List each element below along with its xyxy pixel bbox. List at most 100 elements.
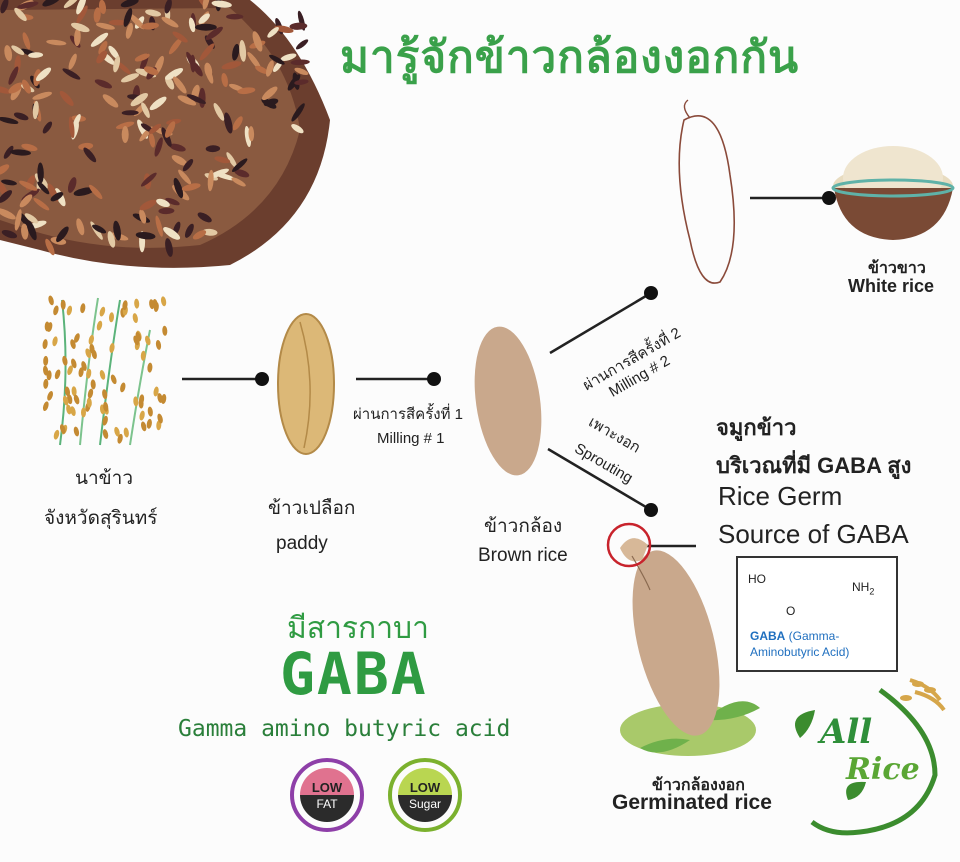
milling1-label-en: Milling # 1 xyxy=(377,430,445,447)
rice-grain xyxy=(237,87,256,95)
rice-grain xyxy=(71,22,90,33)
rice-seed xyxy=(42,401,49,412)
rice-grain xyxy=(173,177,184,199)
rice-seed xyxy=(80,303,86,314)
rice-seed xyxy=(42,339,48,350)
rice-grain xyxy=(42,0,62,7)
rice-grain xyxy=(90,32,109,47)
rice-grain xyxy=(0,190,13,203)
rice-grain xyxy=(289,22,308,30)
rice-grain xyxy=(139,199,157,211)
rice-grain xyxy=(50,192,64,202)
rice-seed xyxy=(62,395,69,406)
rice-grain xyxy=(202,0,210,10)
rice-grain xyxy=(165,68,184,80)
field-province-label: จังหวัดสุรินทร์ xyxy=(44,508,158,529)
badge-low-label: LOW xyxy=(398,768,452,795)
rice-grain xyxy=(139,209,147,224)
rice-grain xyxy=(178,169,192,185)
rice-grain xyxy=(76,218,85,236)
rice-seed xyxy=(96,320,103,331)
rice-grain xyxy=(226,152,238,169)
rice-seed xyxy=(86,368,92,379)
rice-grain xyxy=(17,1,39,9)
rice-grain xyxy=(234,169,250,178)
rice-grain xyxy=(0,164,10,176)
germinated-label-en: Germinated rice xyxy=(612,791,772,814)
rice-grain xyxy=(165,197,180,206)
rice-grain xyxy=(32,100,39,120)
rice-grain xyxy=(92,224,107,234)
rice-grain xyxy=(172,31,188,43)
rice-seed xyxy=(47,391,54,401)
rice-grain xyxy=(247,52,262,70)
rice-grain xyxy=(169,143,186,152)
rice-grain xyxy=(135,231,156,240)
field-label-th: นาข้าว xyxy=(75,468,133,489)
rice-seed xyxy=(71,358,77,369)
rice-seed xyxy=(147,406,153,417)
rice-grain xyxy=(184,223,194,238)
rice-grain xyxy=(294,79,309,85)
rice-seed xyxy=(122,300,128,311)
rice-grain xyxy=(205,26,223,41)
rice-grain xyxy=(205,145,221,153)
rice-grain xyxy=(207,169,214,192)
rice-seed xyxy=(86,397,92,408)
rice-grain xyxy=(261,86,278,101)
rice-grain xyxy=(148,123,162,134)
rice-seed xyxy=(87,388,94,399)
rice-grain xyxy=(59,90,74,106)
brown-rice-grain-image xyxy=(474,326,542,476)
milling1-label-th: ผ่านการสีครั้งที่ 1 xyxy=(353,406,463,423)
germ-title-th: จมูกข้าว xyxy=(716,415,797,440)
rice-grain xyxy=(239,40,247,62)
rice-seed xyxy=(133,396,139,407)
rice-grain xyxy=(56,226,69,243)
germinated-rice-image xyxy=(620,538,760,756)
rice-grain xyxy=(107,231,116,248)
rice-grain xyxy=(21,143,38,152)
logo-all-text: All xyxy=(820,712,873,752)
rice-grain xyxy=(186,94,206,104)
rice-seed xyxy=(70,406,76,416)
rice-grain xyxy=(156,198,170,207)
rice-grain xyxy=(94,79,113,89)
rice-grain xyxy=(13,112,29,121)
rice-grain xyxy=(0,208,16,220)
rice-grain xyxy=(98,0,107,15)
rice-grain xyxy=(33,198,50,211)
badge-fat-label: FAT xyxy=(300,795,354,822)
white-rice-label-th: ข้าวขาว xyxy=(868,260,926,277)
rice-seed xyxy=(102,415,108,426)
rice-seed xyxy=(160,296,167,307)
rice-grain xyxy=(14,7,27,22)
rice-grain xyxy=(26,220,37,241)
rice-grain xyxy=(42,121,53,134)
rice-grain xyxy=(115,121,135,129)
rice-grain xyxy=(198,13,210,24)
rice-grain xyxy=(224,112,233,134)
rice-grain xyxy=(129,13,145,30)
rice-grain xyxy=(195,23,217,31)
rice-seed xyxy=(114,426,120,437)
rice-grain xyxy=(121,73,139,83)
rice-seed xyxy=(81,407,86,418)
rice-seed xyxy=(139,410,145,421)
rice-grain xyxy=(197,212,212,223)
connector-lines xyxy=(182,196,829,548)
rice-seed xyxy=(85,348,92,359)
gaba-full-name: Gamma amino butyric acid xyxy=(178,716,511,742)
rice-grain xyxy=(11,45,25,56)
rice-seed xyxy=(134,298,140,309)
rice-grain xyxy=(148,132,156,148)
rice-grain xyxy=(8,82,24,94)
rice-seed xyxy=(103,401,109,412)
badge-sugar-label: Sugar xyxy=(398,795,452,822)
rice-grain xyxy=(287,74,301,91)
rice-grain xyxy=(191,61,203,77)
rice-seed xyxy=(90,379,96,390)
rice-grain xyxy=(171,155,188,166)
rice-grain xyxy=(76,0,87,15)
gaba-nh2-label: NH2 xyxy=(852,580,875,597)
